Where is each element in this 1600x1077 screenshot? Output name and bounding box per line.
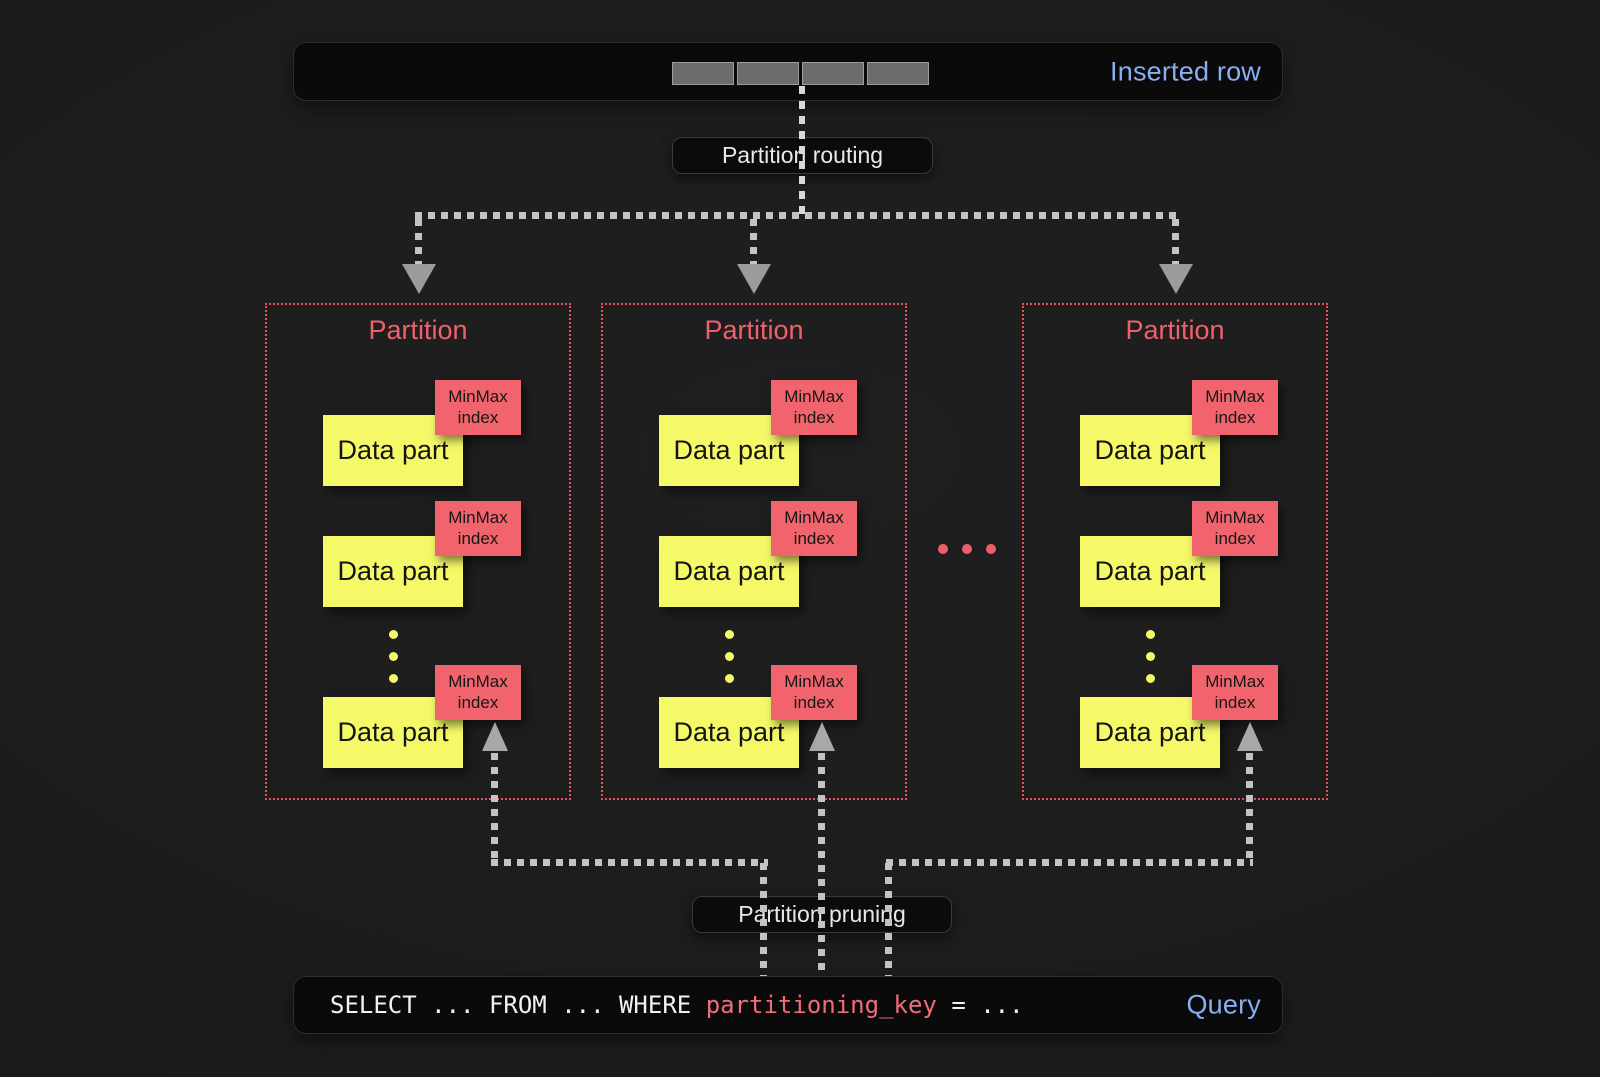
pruning-line-left-up — [491, 753, 498, 863]
inserted-row-label: Inserted row — [1110, 56, 1261, 86]
ellipsis-dot — [389, 652, 398, 661]
partition-box-1: Partition MinMax index Data part MinMax … — [265, 303, 571, 800]
pruning-line-center — [818, 753, 825, 976]
minmax-index-tag: MinMax index — [435, 665, 521, 720]
inserted-row-bar: Inserted row — [293, 42, 1283, 101]
row-cell — [737, 62, 799, 85]
arrow-down-icon — [402, 264, 436, 294]
ellipsis-dot — [725, 674, 734, 683]
drop-line-center — [750, 219, 757, 265]
ellipsis-dot — [1146, 652, 1155, 661]
ellipsis-dot — [389, 674, 398, 683]
partition-box-2: Partition MinMax index Data part MinMax … — [601, 303, 907, 800]
fanout-line — [415, 212, 1180, 219]
minmax-index-tag: MinMax index — [435, 501, 521, 556]
arrow-up-icon — [1237, 722, 1263, 751]
ellipsis-dot — [1146, 674, 1155, 683]
data-part: Data part — [323, 415, 463, 486]
code-segment-partitioning-key: partitioning_key — [705, 991, 937, 1019]
query-code: SELECT ... FROM ... WHERE partitioning_k… — [330, 991, 1024, 1019]
minmax-index-tag: MinMax index — [771, 501, 857, 556]
ellipsis-dot — [389, 630, 398, 639]
minmax-index-tag: MinMax index — [435, 380, 521, 435]
minmax-index-tag: MinMax index — [1192, 380, 1278, 435]
ellipsis-dot — [962, 544, 972, 554]
pruning-line-right-up — [1246, 753, 1253, 863]
routing-feed-line — [799, 86, 805, 216]
minmax-index-tag: MinMax index — [1192, 501, 1278, 556]
query-bar: SELECT ... FROM ... WHERE partitioning_k… — [293, 976, 1283, 1034]
arrow-down-icon — [1159, 264, 1193, 294]
inserted-row-cells — [672, 62, 929, 85]
vertical-ellipsis — [725, 630, 734, 683]
partition-box-3: Partition MinMax index Data part MinMax … — [1022, 303, 1328, 800]
row-cell — [802, 62, 864, 85]
code-segment: = ... — [936, 991, 1024, 1019]
code-segment: SELECT ... FROM ... WHERE — [330, 991, 706, 1019]
partition-title: Partition — [368, 315, 468, 345]
arrow-up-icon — [809, 722, 835, 751]
pruning-line-right-down — [885, 863, 892, 976]
drop-line-right — [1172, 219, 1179, 265]
ellipsis-dot — [725, 630, 734, 639]
ellipsis-dot — [986, 544, 996, 554]
pruning-line-right-horizontal — [886, 859, 1253, 866]
query-label: Query — [1186, 989, 1261, 1020]
pruning-line-left-down — [760, 863, 767, 976]
pruning-line-left-horizontal — [491, 859, 768, 866]
arrow-down-icon — [737, 264, 771, 294]
drop-line-left — [415, 219, 422, 265]
ellipsis-dot — [725, 652, 734, 661]
ellipsis-dot — [938, 544, 948, 554]
partition-title: Partition — [704, 315, 804, 345]
vertical-ellipsis — [1146, 630, 1155, 683]
partition-title: Partition — [1125, 315, 1225, 345]
minmax-index-tag: MinMax index — [771, 665, 857, 720]
ellipsis-dot — [1146, 630, 1155, 639]
row-cell — [867, 62, 929, 85]
vertical-ellipsis — [389, 630, 398, 683]
minmax-index-tag: MinMax index — [1192, 665, 1278, 720]
arrow-up-icon — [482, 722, 508, 751]
partition-ellipsis — [938, 544, 996, 554]
row-cell — [672, 62, 734, 85]
minmax-index-tag: MinMax index — [771, 380, 857, 435]
